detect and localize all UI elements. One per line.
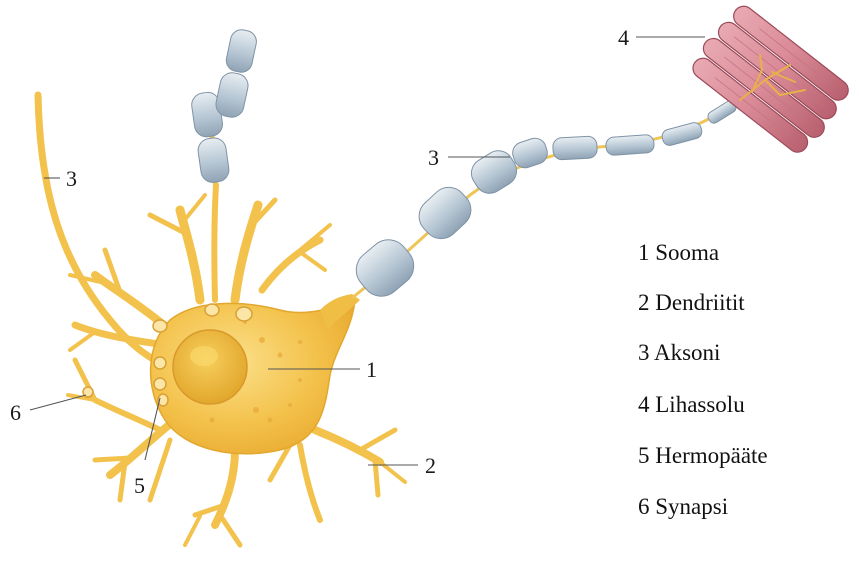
legend-item: 1 Sooma xyxy=(638,240,719,265)
muscle-cells xyxy=(686,0,856,159)
label-soma: 1 xyxy=(366,357,377,382)
label-axon-main: 3 xyxy=(428,145,439,170)
label-muscle: 4 xyxy=(618,25,629,50)
upper-axon xyxy=(190,28,259,190)
label-synapse: 6 xyxy=(10,400,21,425)
legend-item: 3 Aksoni xyxy=(638,340,720,365)
legend: 1 Sooma 2 Dendriitit 3 Aksoni 4 Lihassol… xyxy=(638,240,768,519)
legend-item: 2 Dendriitit xyxy=(638,290,745,315)
main-axon xyxy=(348,99,740,304)
legend-item: 6 Synapsi xyxy=(638,494,728,519)
label-axon-left: 3 xyxy=(66,166,77,191)
label-terminal: 5 xyxy=(134,473,145,498)
legend-item: 4 Lihassolu xyxy=(638,392,745,417)
label-dendrite: 2 xyxy=(425,453,436,478)
legend-item: 5 Hermopääte xyxy=(638,443,768,468)
nucleus xyxy=(173,330,247,404)
